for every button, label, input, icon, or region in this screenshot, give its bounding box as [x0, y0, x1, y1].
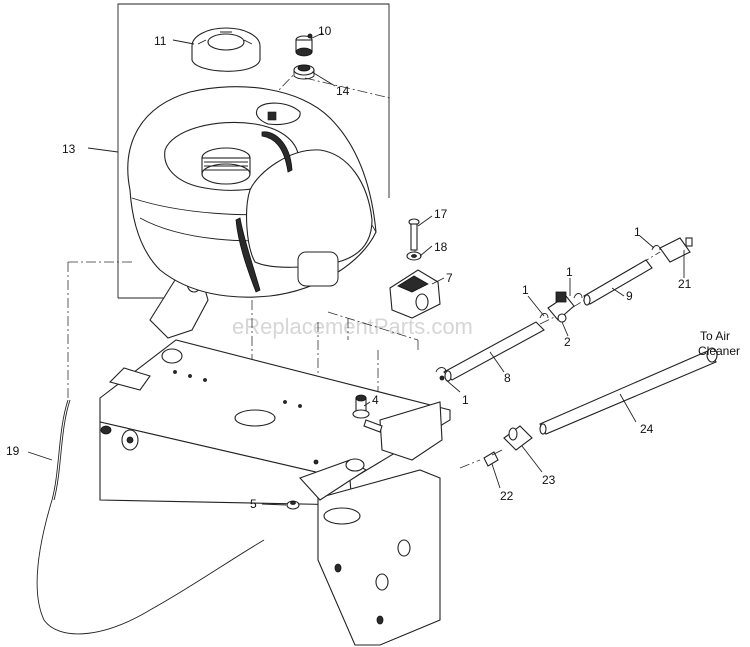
fuel-line-8 [443, 321, 545, 382]
center-bracket [299, 401, 443, 501]
callout-1-tee-left: 1 [522, 283, 529, 297]
note-line-1: To Air [700, 329, 730, 343]
leader-lines [27, 32, 685, 506]
side-bracket [317, 469, 441, 646]
nut [286, 500, 300, 510]
washer [406, 251, 422, 261]
callout-8: 8 [504, 371, 511, 385]
fuel-tank [127, 86, 377, 298]
callout-7: 7 [446, 271, 453, 285]
callout-11: 11 [154, 34, 167, 48]
hose-fitting [503, 425, 533, 451]
callout-23: 23 [542, 473, 556, 487]
mount-block [389, 269, 441, 319]
callout-13: 13 [62, 142, 76, 156]
hose-barb [483, 449, 503, 467]
fuel-cap [191, 27, 261, 72]
callouts: 11 10 14 13 17 18 7 1 21 1 9 1 2 8 1 4 2… [6, 24, 692, 511]
callout-1-filter: 1 [634, 225, 641, 239]
hose-clamps-tee [539, 293, 583, 319]
callout-14: 14 [336, 84, 350, 98]
fuel-shutoff-valve [352, 394, 383, 433]
tee-fitting [547, 291, 575, 323]
drain-tube [36, 399, 265, 635]
callout-24: 24 [640, 422, 654, 436]
callout-9: 9 [626, 289, 633, 303]
fuel-filter [651, 237, 693, 263]
watermark: eReplacementParts.com [232, 314, 473, 339]
callout-4: 4 [372, 393, 379, 407]
callout-17: 17 [434, 207, 448, 221]
callout-2: 2 [564, 335, 571, 349]
fuel-line-24 [539, 347, 718, 435]
callout-1-line8: 1 [462, 393, 469, 407]
callout-22: 22 [500, 489, 514, 503]
hose-clamp-1 [435, 367, 447, 381]
air-cleaner-note: To Air Cleaner [698, 329, 740, 358]
callout-19: 19 [6, 444, 20, 458]
fuel-line-9 [583, 259, 653, 306]
callout-5: 5 [250, 497, 257, 511]
note-line-2: Cleaner [698, 344, 740, 358]
callout-21: 21 [678, 277, 692, 291]
callout-10: 10 [318, 24, 332, 38]
grommet [293, 64, 315, 80]
callout-18: 18 [434, 240, 448, 254]
callout-1-tee-top: 1 [566, 265, 573, 279]
mounting-plate [99, 339, 451, 506]
vent-valve [295, 33, 313, 57]
bolt [408, 218, 420, 251]
